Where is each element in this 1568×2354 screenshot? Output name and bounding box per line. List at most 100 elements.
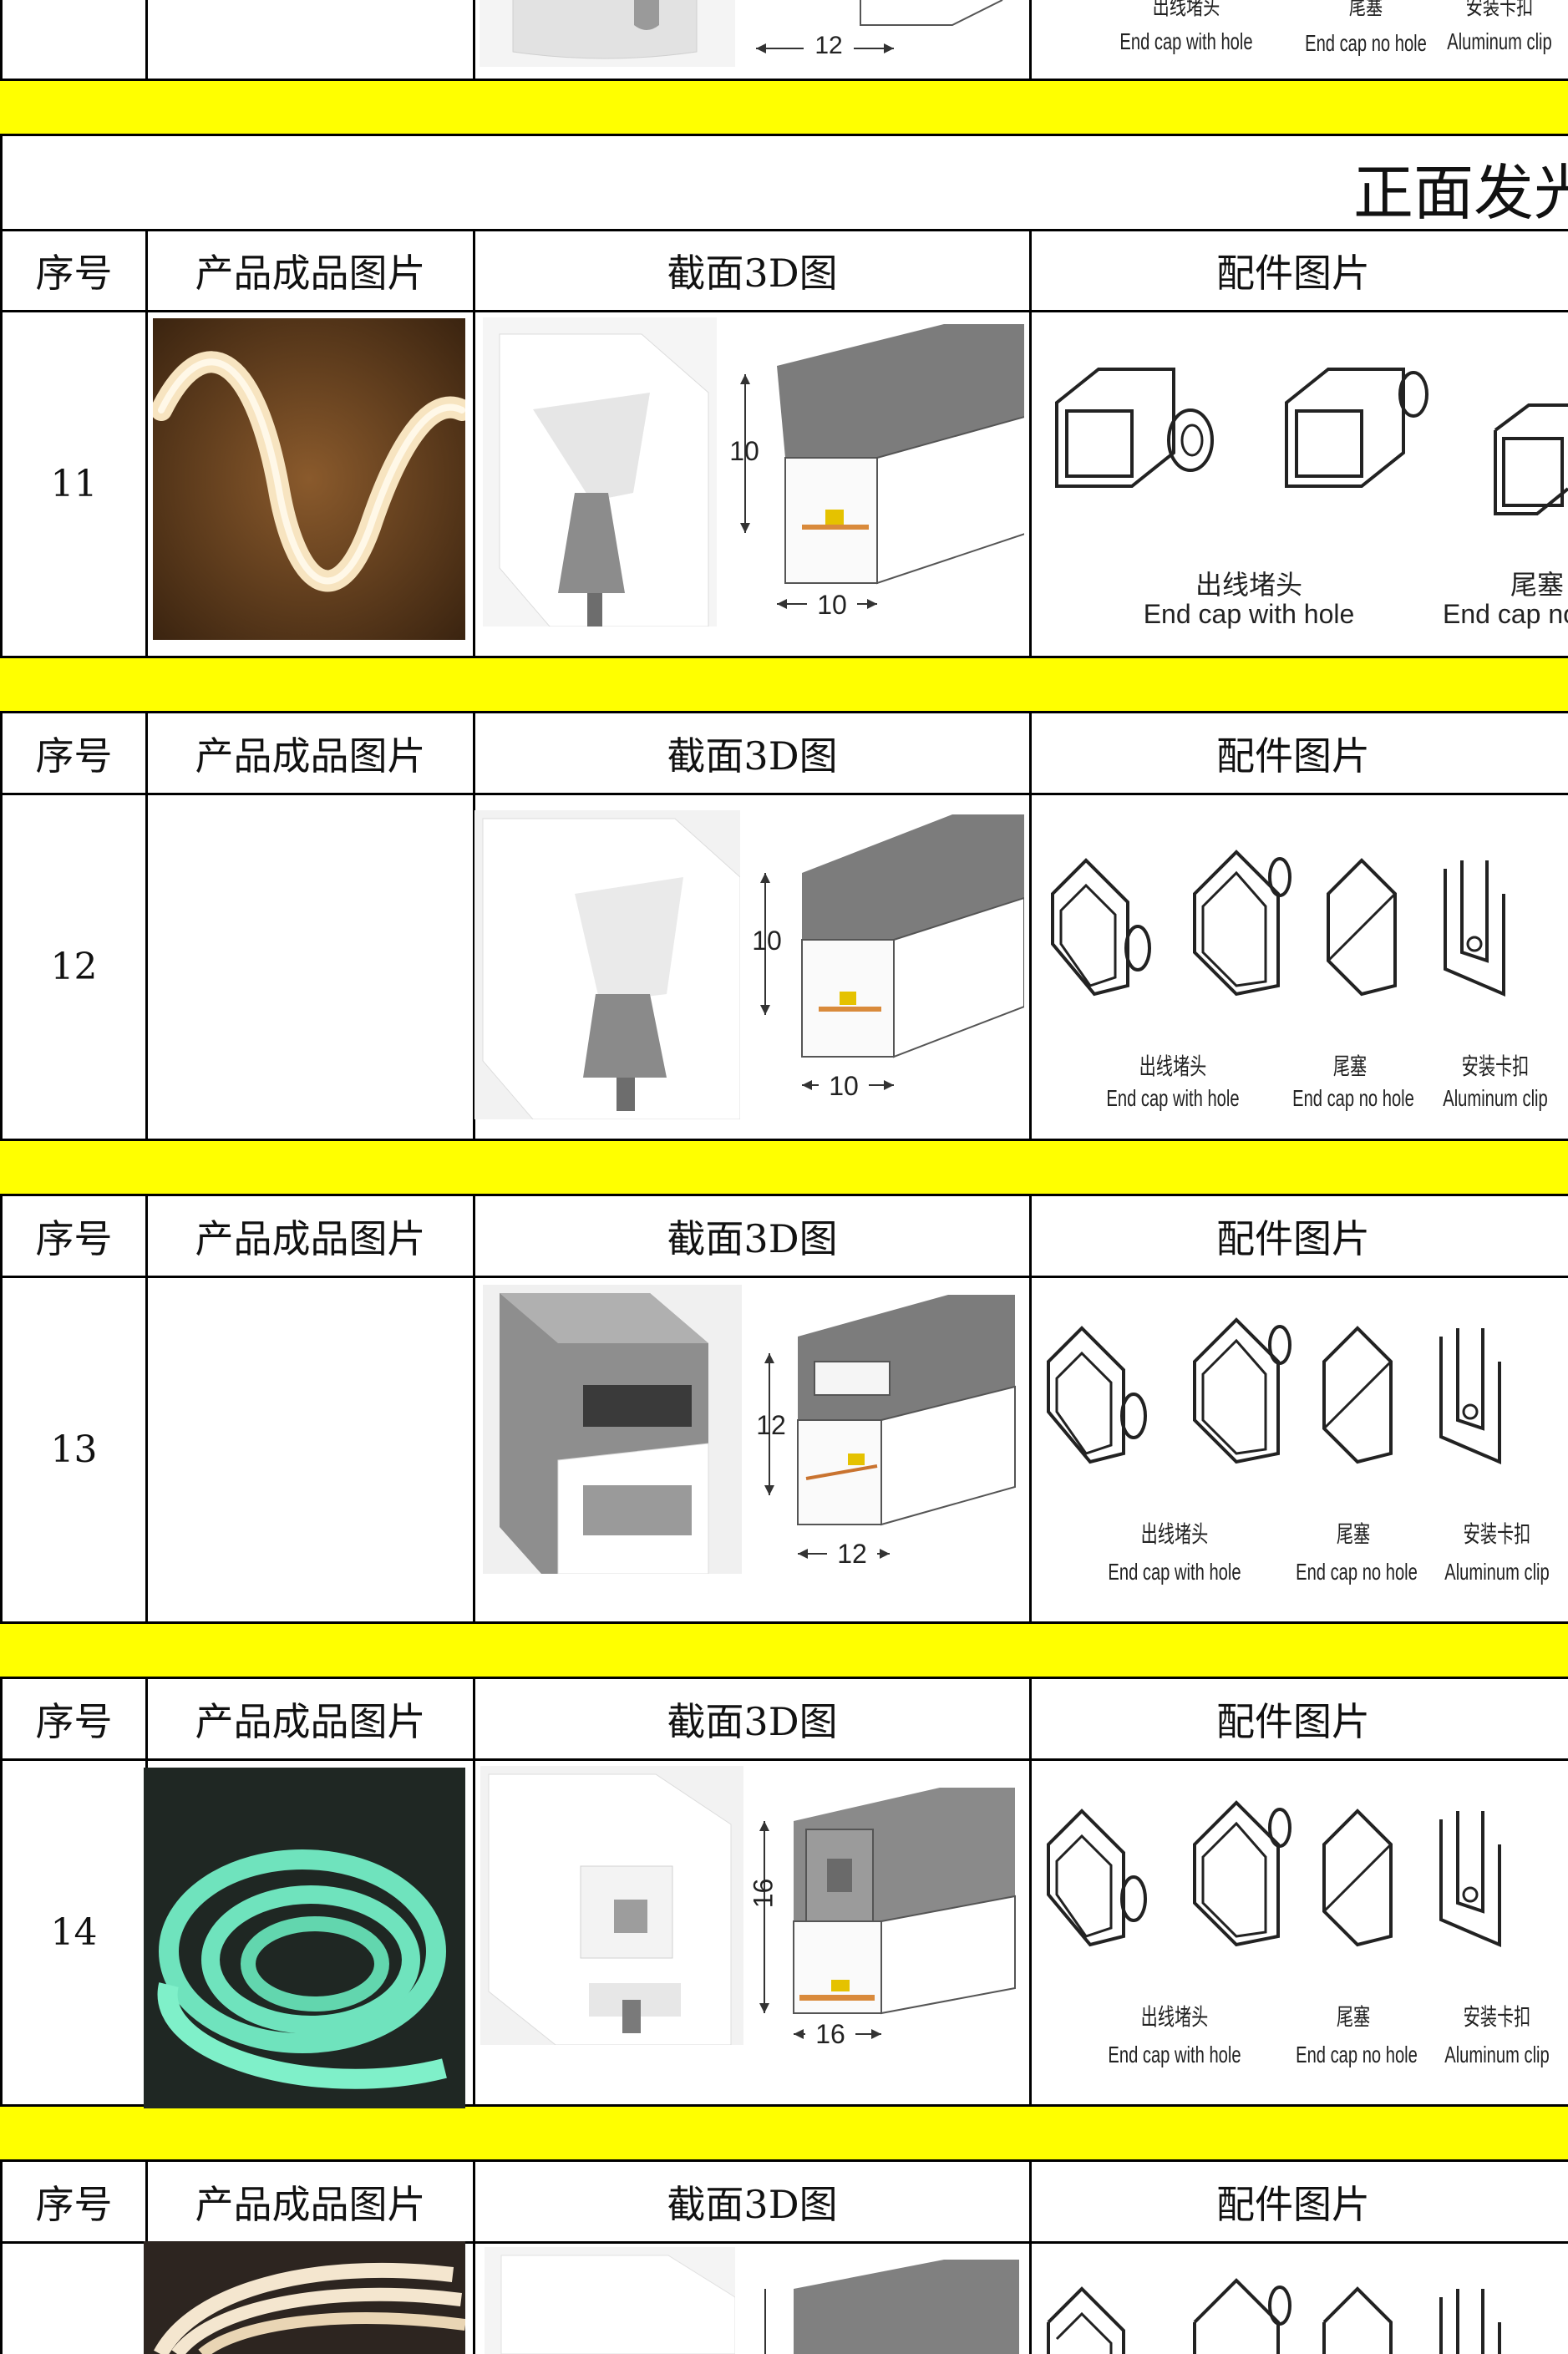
accessory-label-en: End cap no hole (1292, 1085, 1414, 1111)
header-product-photo: 产品成品图片 (195, 2181, 426, 2227)
end-cap-no-hole-icon (1322, 1809, 1393, 1947)
profile-dimension-diagram (764, 2260, 1019, 2354)
product-photo (153, 318, 465, 640)
row-index: 12 (50, 946, 98, 988)
header-index: 序号 (35, 1215, 113, 1261)
profile-3d-photo (480, 1766, 743, 2045)
header-index: 序号 (35, 1698, 113, 1744)
row-index: 11 (50, 463, 98, 505)
product-photo (144, 2241, 465, 2354)
separator-band (0, 2105, 1568, 2160)
accessory-label-zh: 出线堵头 (1152, 0, 1220, 19)
aluminum-clip-icon (1439, 1328, 1501, 1465)
dimension-width: 10 (819, 1071, 869, 1102)
end-cap-no-hole-icon (1322, 1326, 1393, 1464)
accessory-label-zh: 出线堵头 (1195, 570, 1302, 600)
section-title: 正面发光 (1353, 158, 1568, 228)
end-cap-with-hole-icon (1047, 1809, 1147, 1947)
accessory-label-en: End cap with hole (1108, 2042, 1241, 2067)
header-accessories: 配件图片 (1216, 1698, 1370, 1744)
row-index: 13 (50, 1428, 98, 1471)
header-accessories: 配件图片 (1216, 1215, 1370, 1261)
separator-band (0, 1139, 1568, 1195)
end-cap-no-hole-icon (1193, 2278, 1291, 2354)
product-photo (144, 1768, 465, 2108)
header-section-3d: 截面3D图 (667, 2181, 838, 2227)
accessory-label-zh: 出线堵头 (1140, 1521, 1209, 1547)
dimension-label: 12 (804, 32, 854, 60)
accessory-label-zh: 尾塞 (1336, 1521, 1371, 1547)
aluminum-clip-icon (1444, 860, 1505, 997)
separator-band (0, 1622, 1568, 1677)
profile-3d-photo (483, 317, 717, 627)
accessory-label-zh: 尾塞 (1348, 0, 1383, 19)
end-cap-with-hole-icon (1047, 2286, 1125, 2354)
end-cap-no-hole-icon (1285, 368, 1428, 488)
header-index: 序号 (35, 733, 113, 779)
profile-dimension-diagram (756, 0, 1003, 53)
end-cap-no-hole-icon (1322, 2286, 1393, 2354)
separator-band (0, 657, 1568, 712)
header-product-photo: 产品成品图片 (195, 733, 426, 779)
accessory-label-en: End cap no hole (1305, 30, 1427, 56)
profile-dimension-diagram (759, 1788, 1016, 2039)
accessory-label-en: End cap with hole (1143, 599, 1355, 629)
accessory-label-en: End cap with hole (1119, 28, 1253, 54)
aluminum-clip-icon (1439, 1811, 1501, 1948)
header-product-photo: 产品成品图片 (195, 1215, 426, 1261)
accessory-label-zh: 安装卡扣 (1465, 0, 1534, 19)
separator-band (0, 79, 1568, 134)
accessory-label-en: End cap no hole (1296, 2042, 1418, 2067)
accessory-label-en: End cap no hole (1296, 1559, 1418, 1585)
accessory-label-zh: 出线堵头 (1139, 1053, 1207, 1079)
accessory-label-en: End cap with hole (1106, 1085, 1240, 1111)
dimension-height: 10 (729, 436, 759, 466)
header-section-3d: 截面3D图 (667, 733, 838, 779)
accessory-label-en: Aluminum clip (1447, 28, 1552, 54)
accessory-label-zh: 安装卡扣 (1463, 1521, 1531, 1547)
profile-3d-photo (485, 2247, 735, 2354)
end-cap-with-hole-icon (1051, 858, 1151, 997)
header-accessories: 配件图片 (1216, 2181, 1370, 2227)
dimension-height: 10 (752, 926, 782, 956)
header-accessories: 配件图片 (1216, 251, 1370, 296)
end-cap-no-hole-icon (1193, 1317, 1291, 1464)
dimension-width: 16 (805, 2019, 855, 2050)
profile-dimension-diagram (740, 324, 1024, 609)
end-cap-no-hole-icon (1327, 858, 1397, 997)
end-cap-no-hole-icon (1193, 1800, 1291, 1947)
dimension-width: 12 (827, 1539, 877, 1570)
header-accessories: 配件图片 (1216, 733, 1370, 779)
header-index: 序号 (35, 2181, 113, 2227)
dimension-width: 10 (807, 590, 857, 621)
end-cap-no-hole-icon (1193, 850, 1291, 997)
aluminum-clip-icon (1439, 2289, 1501, 2354)
accessory-label-zh: 尾塞 (1510, 570, 1564, 600)
end-cap-with-hole-icon (1055, 368, 1214, 488)
row-index: 14 (50, 1911, 98, 1954)
profile-dimension-diagram (760, 814, 1024, 1090)
accessory-label-en: Aluminum clip (1444, 1559, 1550, 1585)
profile-3d-photo (480, 0, 735, 67)
header-product-photo: 产品成品图片 (195, 1698, 426, 1744)
accessory-label-en: End cap with hole (1108, 1559, 1241, 1585)
accessory-label-zh: 尾塞 (1332, 1053, 1368, 1079)
header-section-3d: 截面3D图 (667, 251, 838, 296)
accessory-label-zh: 尾塞 (1336, 2004, 1371, 2030)
end-cap-with-hole-icon (1047, 1326, 1147, 1464)
header-index: 序号 (35, 251, 113, 296)
header-section-3d: 截面3D图 (667, 1698, 838, 1744)
accessory-label-zh: 安装卡扣 (1463, 2004, 1531, 2030)
accessory-label-zh: 安装卡扣 (1461, 1053, 1530, 1079)
dimension-height: 16 (748, 1878, 779, 1909)
accessory-label-en: Aluminum clip (1443, 1085, 1548, 1111)
accessory-label-zh: 出线堵头 (1140, 2004, 1209, 2030)
profile-3d-photo (474, 810, 740, 1119)
header-product-photo: 产品成品图片 (195, 251, 426, 296)
header-section-3d: 截面3D图 (667, 1215, 838, 1261)
accessory-label-en: Aluminum clip (1444, 2042, 1550, 2067)
end-cap-no-hole-icon (1494, 403, 1568, 515)
profile-3d-photo (483, 1285, 742, 1574)
dimension-height: 12 (756, 1410, 786, 1440)
profile-dimension-diagram (764, 1295, 1016, 1559)
